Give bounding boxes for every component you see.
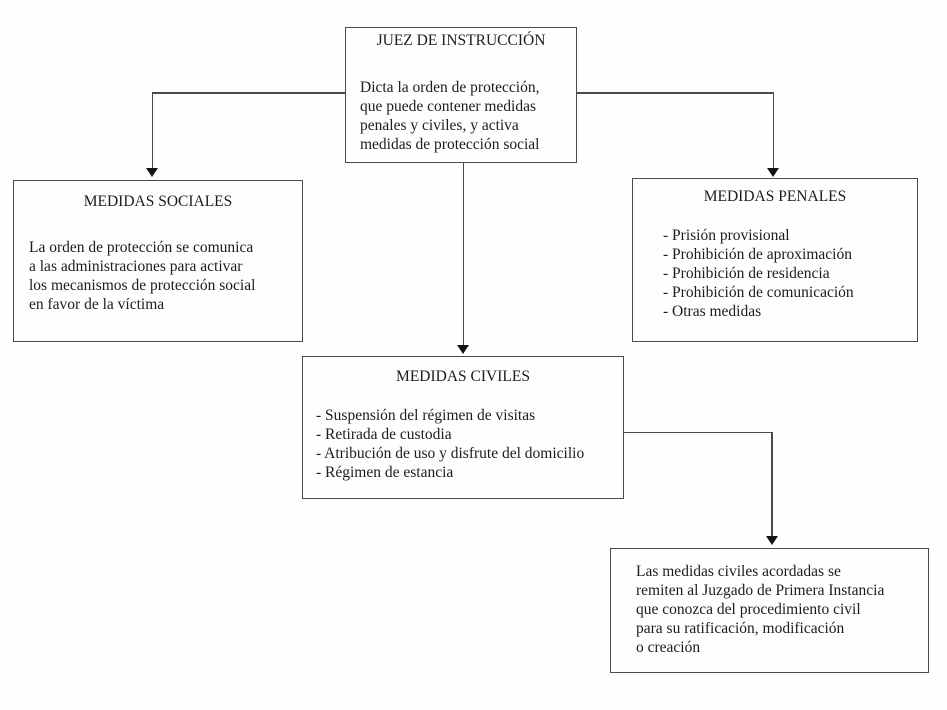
node-remision-juzgado-primera-instancia: Las medidas civiles acordadas se remiten… xyxy=(610,548,929,673)
arrowhead-sociales-icon xyxy=(146,168,158,177)
connector-civiles-remision-horizontal xyxy=(624,431,773,433)
arrowhead-civiles-icon xyxy=(457,345,469,354)
list-item: - Prohibición de residencia xyxy=(663,265,830,282)
node-juez-de-instruccion: JUEZ DE INSTRUCCIÓN Dicta la orden de pr… xyxy=(345,27,577,163)
node-title: MEDIDAS SOCIALES xyxy=(83,193,233,210)
node-item-list: - Suspensión del régimen de visitas - Ret… xyxy=(316,406,621,482)
node-medidas-civiles: MEDIDAS CIVILES - Suspensión del régimen… xyxy=(302,356,624,499)
connector-juez-penales-vertical xyxy=(772,92,774,168)
node-medidas-sociales: MEDIDAS SOCIALES La orden de protección … xyxy=(13,180,303,342)
list-item: - Retirada de custodia xyxy=(316,426,452,443)
node-body: Las medidas civiles acordadas se remiten… xyxy=(636,563,885,656)
arrowhead-penales-icon xyxy=(767,168,779,177)
node-title: MEDIDAS PENALES xyxy=(703,188,847,205)
list-item: - Prisión provisional xyxy=(663,227,790,244)
node-title: JUEZ DE INSTRUCCIÓN xyxy=(376,32,546,49)
connector-juez-penales-horizontal xyxy=(577,92,774,94)
list-item: - Prohibición de aproximación xyxy=(663,246,852,263)
arrowhead-remision-icon xyxy=(765,536,778,545)
connector-juez-sociales-horizontal xyxy=(151,92,346,94)
node-medidas-penales: MEDIDAS PENALES - Prisión provisional- P… xyxy=(632,178,918,342)
list-item: - Suspensión del régimen de visitas xyxy=(316,407,536,424)
connector-juez-sociales-vertical xyxy=(151,92,153,168)
list-item: - Otras medidas xyxy=(663,303,762,320)
connector-civiles-remision-vertical xyxy=(771,431,773,537)
node-item-list: - Prisión provisional - Prohibición de ap… xyxy=(663,226,915,321)
connector-juez-civiles-vertical xyxy=(462,163,464,345)
node-body: La orden de protección se comunica a las… xyxy=(29,239,256,313)
list-item: - Prohibición de comunicación xyxy=(663,284,854,301)
list-item: - Régimen de estancia xyxy=(316,464,454,481)
list-item: - Atribución de uso y disfrute del domic… xyxy=(316,445,585,462)
node-title: MEDIDAS CIVILES xyxy=(396,368,530,385)
node-body: Dicta la orden de protección, que puede … xyxy=(360,79,540,153)
